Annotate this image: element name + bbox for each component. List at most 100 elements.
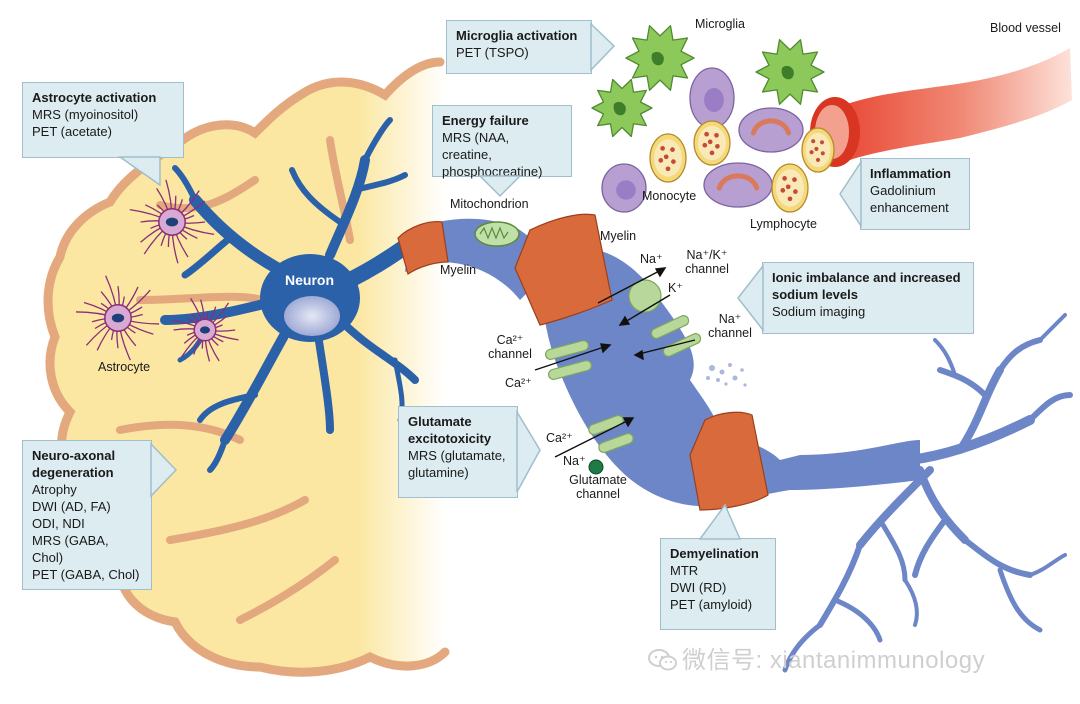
- na-channel-a: [650, 315, 690, 339]
- na-k-channel: [628, 279, 662, 313]
- na-top-label: Na⁺: [640, 252, 663, 266]
- watermark-text: 微信号: xiantanimmunology: [682, 647, 986, 674]
- neuron-dendrite-11: [362, 117, 393, 163]
- myelin-upper-right: [514, 213, 613, 326]
- callout-title: Ionic imbalance and increased sodium lev…: [772, 270, 961, 302]
- callout-ionic-imbalance: Ionic imbalance and increased sodium lev…: [762, 262, 974, 334]
- callout-title: Inflammation: [870, 166, 951, 181]
- myelin-left-label: Myelin: [440, 263, 477, 277]
- microglia-cell: [625, 25, 695, 91]
- callout-line: enhancement: [870, 200, 949, 215]
- callout-demyelination: Demyelination MTR DWI (RD) PET (amyloid): [660, 538, 776, 630]
- ca-ion-2-label: Ca²⁺: [546, 431, 573, 445]
- lymphocyte-cell: [801, 127, 835, 173]
- lymphocyte-cell: [693, 120, 731, 166]
- callout-line: Atrophy: [32, 482, 77, 497]
- brain-sulcus-6: [236, 556, 339, 624]
- myelin-lower: [689, 411, 769, 511]
- neuron-dendrite-12: [352, 172, 408, 193]
- vessel-tube: [830, 48, 1072, 160]
- axon: [397, 213, 1073, 673]
- astrocyte: [129, 179, 215, 264]
- callout-line: phosphocreatine): [442, 164, 543, 179]
- callout-line: Gadolinium: [870, 183, 936, 198]
- neuron-dendrite-8: [336, 316, 419, 384]
- callout-line: MRS (GABA, Chol): [32, 533, 109, 565]
- callout-inflammation: Inflammation Gadolinium enhancement: [860, 158, 970, 230]
- astrocyte: [75, 275, 160, 361]
- immune-cells: [591, 25, 835, 213]
- callout-line: glutamine): [408, 465, 469, 480]
- callout-title: Glutamate excitotoxicity: [408, 414, 492, 446]
- brain-sulcus-4: [326, 136, 354, 244]
- callout-title: Neuro-axonal degeneration: [32, 448, 116, 480]
- neuron-dendrite-6: [207, 437, 228, 473]
- neuron-dendrite-14: [172, 165, 198, 203]
- brain-sulcus-3: [156, 176, 259, 213]
- monocyte-cell: [601, 163, 647, 213]
- glutamate-channel-a: [588, 414, 624, 436]
- neuron-dendrite-5: [197, 392, 258, 423]
- neuron-dendrite-13: [289, 167, 343, 225]
- axon-debris: [706, 363, 747, 387]
- neuron-dendrite-2: [181, 234, 234, 279]
- neuron-dendrite-7: [314, 331, 334, 434]
- wechat-icon: [648, 649, 677, 671]
- na-channel-label: Na⁺ channel: [708, 312, 752, 340]
- callout-line: MRS (myoinositol): [32, 107, 139, 122]
- microglia-cell: [755, 39, 825, 105]
- neuron-nucleus: [284, 296, 340, 336]
- callout-line: Sodium imaging: [772, 304, 866, 319]
- glutamate-channel-label: Glutamate channel: [569, 473, 627, 501]
- callout-title: Microglia activation: [456, 28, 578, 43]
- na-channel-b: [662, 333, 702, 357]
- brain-sulcus-5: [166, 496, 309, 544]
- callout-line: DWI (RD): [670, 580, 727, 595]
- lymphocyte-label: Lymphocyte: [750, 217, 817, 231]
- callout-line: PET (amyloid): [670, 597, 753, 612]
- callout-glutamate-excitotoxicity: Glutamate excitotoxicity MRS (glutamate,…: [398, 406, 518, 498]
- ion-channels: [544, 279, 702, 454]
- ca-ion-label: Ca²⁺: [505, 376, 532, 390]
- na-ion-2-label: Na⁺: [563, 454, 586, 468]
- callout-neuro-axonal-degeneration: Neuro-axonal degeneration Atrophy DWI (A…: [22, 440, 152, 590]
- neuron-dendrite-10: [325, 155, 370, 260]
- k-ion-label: K⁺: [668, 281, 683, 295]
- glutamate-marker: [588, 459, 604, 475]
- myelin-right-label: Myelin: [600, 229, 637, 243]
- glutamate-channel-b: [598, 432, 634, 454]
- blood-vessel-label: Blood vessel: [990, 21, 1061, 35]
- axon-main-body: [540, 247, 920, 507]
- callout-line: PET (TSPO): [456, 45, 529, 60]
- callout-title: Demyelination: [670, 546, 759, 561]
- callout-astrocyte-activation: Astrocyte activation MRS (myoinositol) P…: [22, 82, 184, 158]
- watermark: 微信号: xiantanimmunology: [648, 640, 985, 675]
- astrocytes: [75, 179, 239, 362]
- astrocyte-label: Astrocyte: [98, 360, 151, 374]
- blood-vessel: [810, 48, 1072, 167]
- microglia-cell: [591, 78, 653, 138]
- na-k-channel-label: Na⁺/K⁺ channel: [685, 248, 729, 276]
- ca-channel-a: [544, 340, 590, 360]
- monocyte-cell: [703, 162, 773, 208]
- mitochondrion-label: Mitochondrion: [450, 197, 529, 211]
- neuron-dendrite-4: [220, 320, 295, 445]
- mitochondrion: [474, 221, 520, 247]
- callout-line: DWI (AD, FA): [32, 499, 111, 514]
- callout-line: MTR: [670, 563, 699, 578]
- microglia-label: Microglia: [695, 17, 746, 31]
- callout-line: PET (GABA, Chol): [32, 567, 140, 582]
- ca-channel-b: [547, 360, 593, 380]
- lymphocyte-cell: [649, 133, 687, 183]
- callout-line: ODI, NDI: [32, 516, 85, 531]
- callout-title: Astrocyte activation: [32, 90, 157, 105]
- astrocyte: [172, 298, 239, 362]
- callout-line: PET (acetate): [32, 124, 112, 139]
- lymphocyte-cell: [771, 163, 809, 213]
- ca-channel-label: Ca²⁺ channel: [488, 333, 532, 361]
- callout-microglia-activation: Microglia activation PET (TSPO): [446, 20, 592, 74]
- brain-border-upper: [43, 57, 450, 677]
- myelin-left: [397, 221, 449, 275]
- axon-terminal-branches: [782, 313, 1073, 673]
